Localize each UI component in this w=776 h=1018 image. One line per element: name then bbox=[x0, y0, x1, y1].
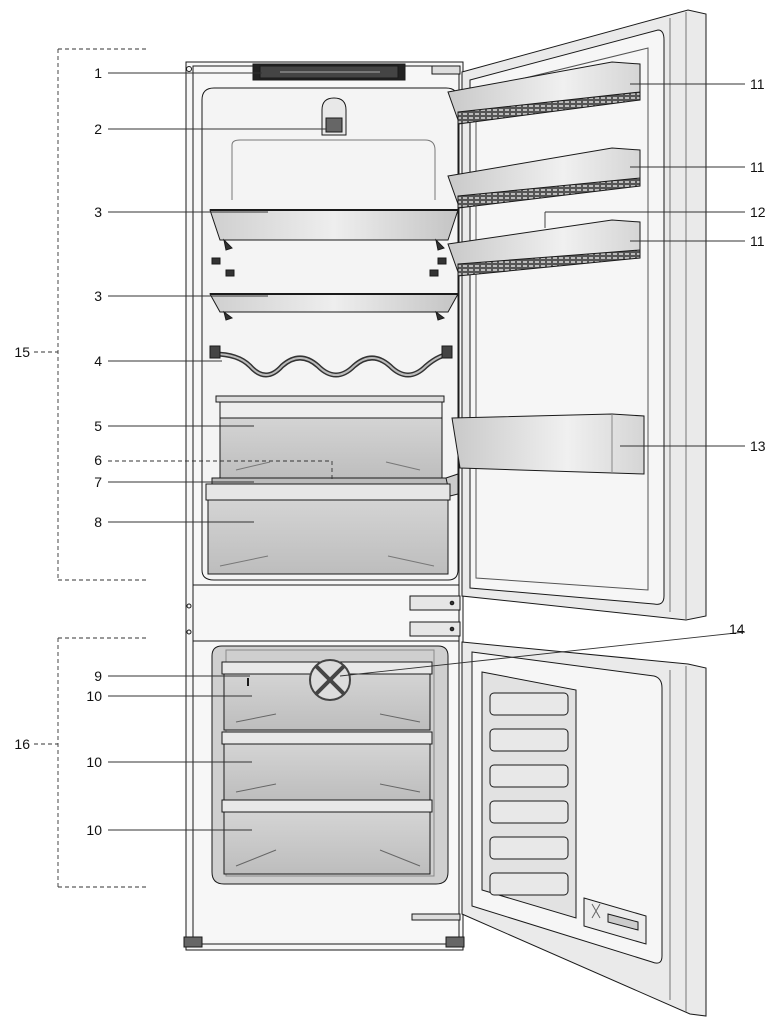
leader-lines bbox=[108, 72, 746, 831]
door-balcony bbox=[447, 219, 641, 277]
freezer-door-slots bbox=[489, 692, 569, 896]
bracket-16 bbox=[34, 637, 148, 888]
callout-13: 13 bbox=[750, 438, 766, 454]
callout-12: 12 bbox=[750, 204, 766, 220]
callout-5: 5 bbox=[94, 418, 102, 434]
freezer-door-plate bbox=[583, 897, 647, 945]
callout-3b: 3 bbox=[94, 288, 102, 304]
interior-lamp bbox=[321, 97, 347, 136]
wine-rack bbox=[209, 345, 453, 378]
freezer-drawer bbox=[221, 731, 433, 801]
callout-10c: 10 bbox=[86, 822, 102, 838]
door-balcony bbox=[447, 147, 641, 209]
glass-shelf bbox=[209, 209, 459, 277]
callout-8: 8 bbox=[94, 514, 102, 530]
callout-16: 16 bbox=[14, 736, 30, 752]
control-panel bbox=[252, 63, 461, 81]
freezer-drawer bbox=[221, 799, 433, 875]
fan-icon bbox=[309, 659, 351, 701]
callout-3a: 3 bbox=[94, 204, 102, 220]
callout-7: 7 bbox=[94, 474, 102, 490]
callout-14: 14 bbox=[729, 621, 745, 637]
crisper bbox=[205, 483, 451, 575]
callout-10a: 10 bbox=[86, 688, 102, 704]
chiller-drawer bbox=[215, 395, 445, 481]
glass-shelf bbox=[209, 293, 459, 321]
bottle-shelf bbox=[451, 413, 645, 475]
callout-6: 6 bbox=[94, 452, 102, 468]
callout-2: 2 bbox=[94, 121, 102, 137]
callout-1: 1 bbox=[94, 65, 102, 81]
callout-10b: 10 bbox=[86, 754, 102, 770]
callout-11c: 11 bbox=[750, 233, 765, 249]
bracket-15 bbox=[34, 48, 148, 581]
callout-9: 9 bbox=[94, 668, 102, 684]
callout-11a: 11 bbox=[750, 76, 765, 92]
callout-15: 15 bbox=[14, 344, 30, 360]
door-balcony bbox=[447, 61, 641, 125]
callout-11b: 11 bbox=[750, 159, 765, 175]
callout-4: 4 bbox=[94, 353, 102, 369]
